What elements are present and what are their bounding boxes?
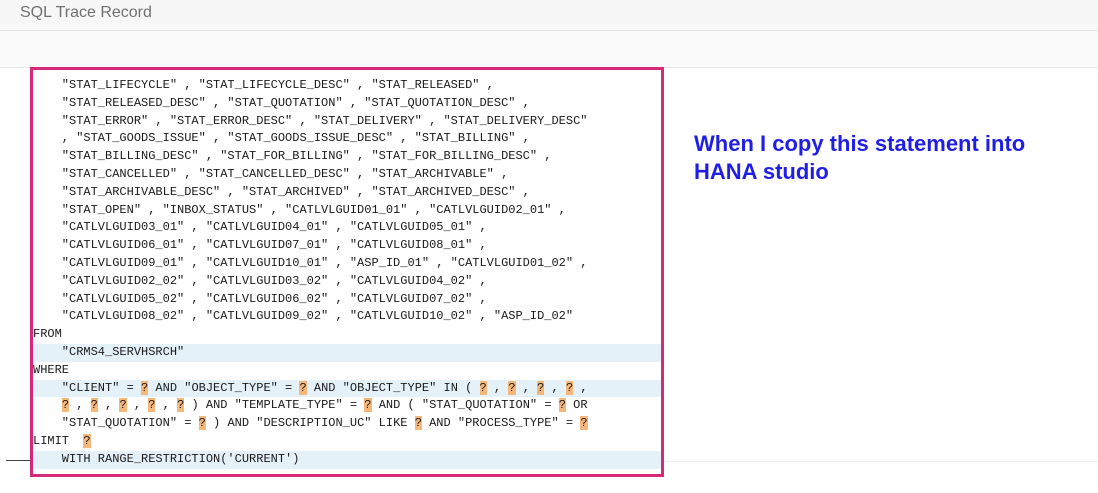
parameter-placeholder: ? [565, 380, 574, 395]
parameter-placeholder: ? [198, 416, 206, 431]
code-line: WHERE [33, 362, 70, 377]
code-line: "STAT_CANCELLED" , "STAT_CANCELLED_DESC"… [33, 166, 509, 181]
parameter-placeholder: ? [414, 416, 422, 431]
code-line: "STAT_ERROR" , "STAT_ERROR_DESC" , "STAT… [33, 113, 588, 128]
parameter-placeholder: ? [558, 398, 566, 413]
code-line: "CATLVLGUID09_01" , "CATLVLGUID10_01" , … [33, 255, 588, 270]
code-line: "CATLVLGUID06_01" , "CATLVLGUID07_01" , … [33, 238, 487, 253]
parameter-placeholder: ? [141, 380, 149, 395]
code-line: "STAT_QUOTATION" = ? ) AND "DESCRIPTION_… [33, 416, 588, 431]
code-line: "STAT_ARCHIVABLE_DESC" , "STAT_ARCHIVED"… [33, 184, 530, 199]
parameter-placeholder: ? [83, 433, 91, 448]
code-line: "CRMS4_SERVHSRCH" [33, 343, 661, 362]
code-line: , "STAT_GOODS_ISSUE" , "STAT_GOODS_ISSUE… [33, 131, 530, 146]
parameter-placeholder: ? [537, 380, 545, 395]
annotation-line-2: HANA studio [694, 159, 829, 184]
parameter-placeholder: ? [580, 416, 588, 431]
code-line: "CLIENT" = ? AND "OBJECT_TYPE" = ? AND "… [33, 379, 661, 398]
divider-line [6, 460, 34, 461]
code-line: ? , ? , ? , ? , ? ) AND "TEMPLATE_TYPE" … [61, 398, 588, 413]
code-line: "STAT_LIFECYCLE" , "STAT_LIFECYCLE_DESC"… [33, 78, 494, 92]
code-line: "CATLVLGUID05_02" , "CATLVLGUID06_02" , … [33, 291, 487, 306]
annotation-line-1: When I copy this statement into [694, 131, 1026, 156]
parameter-placeholder: ? [177, 398, 185, 413]
window-title: SQL Trace Record [20, 4, 152, 21]
code-line: FROM [33, 327, 62, 342]
parameter-placeholder: ? [61, 398, 70, 413]
code-line: "CATLVLGUID02_02" , "CATLVLGUID03_02" , … [33, 273, 487, 288]
parameter-placeholder: ? [299, 380, 307, 395]
sql-code-block[interactable]: "STAT_LIFECYCLE" , "STAT_LIFECYCLE_DESC"… [33, 77, 661, 469]
parameter-placeholder: ? [90, 398, 98, 413]
code-line: "STAT_RELEASED_DESC" , "STAT_QUOTATION" … [33, 95, 530, 110]
parameter-placeholder: ? [364, 398, 372, 413]
parameter-placeholder: ? [479, 380, 487, 395]
code-line: WITH RANGE_RESTRICTION('CURRENT') [33, 450, 661, 469]
parameter-placeholder: ? [148, 398, 156, 413]
parameter-placeholder: ? [508, 380, 516, 395]
window-titlebar: SQL Trace Record [0, 0, 1098, 31]
code-line: "STAT_BILLING_DESC" , "STAT_FOR_BILLING"… [33, 149, 552, 164]
code-line: "CATLVLGUID08_02" , "CATLVLGUID09_02" , … [33, 309, 574, 324]
code-line: "CATLVLGUID03_01" , "CATLVLGUID04_01" , … [33, 220, 487, 235]
divider-line-right [664, 461, 1098, 462]
code-line: "STAT_OPEN" , "INBOX_STATUS" , "CATLVLGU… [33, 202, 566, 217]
annotation-text: When I copy this statement into HANA stu… [694, 130, 1025, 186]
parameter-placeholder: ? [119, 398, 127, 413]
code-line: LIMIT ? [33, 433, 91, 448]
toolbar [0, 31, 1098, 68]
sql-statement-highlight-box: "STAT_LIFECYCLE" , "STAT_LIFECYCLE_DESC"… [30, 67, 664, 477]
